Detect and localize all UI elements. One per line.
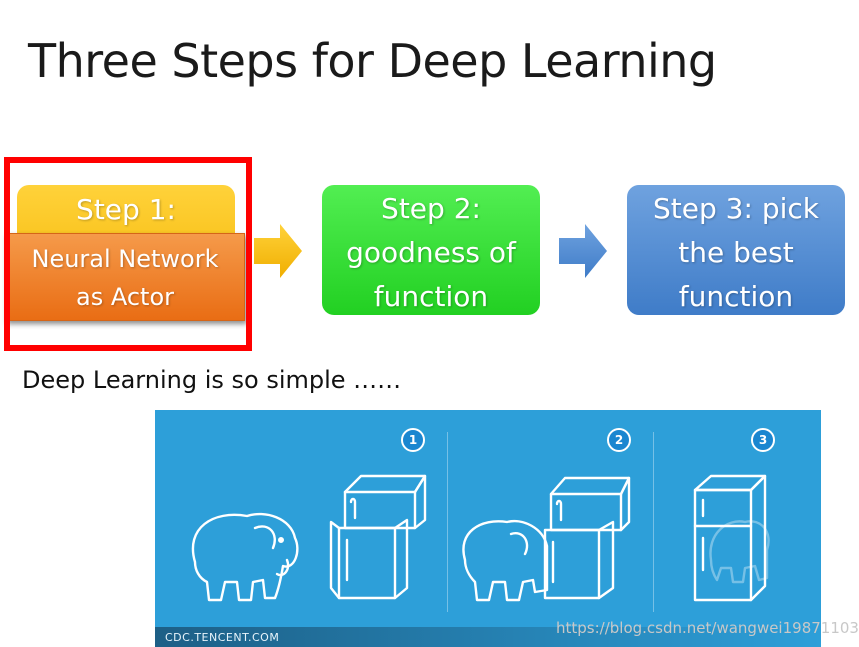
- arrow-right-icon: [254, 224, 302, 278]
- elephant-fridge-illustration: 1 2 3: [155, 410, 821, 647]
- step3-line2: the best: [678, 236, 794, 269]
- step1-overlay-line1: Neural Network: [31, 245, 219, 273]
- elephant-icon: [709, 520, 770, 584]
- step3-line3: function: [678, 280, 794, 313]
- panel-footer-text: CDC.TENCENT.COM: [165, 631, 280, 644]
- fridge-icon: [329, 474, 427, 600]
- fridge-icon: [693, 474, 767, 602]
- fridge-icon: [543, 476, 631, 600]
- step2-line1: Step 2:: [381, 192, 481, 225]
- elephant-icon: [191, 512, 299, 602]
- arrow-right-icon: [559, 224, 607, 278]
- watermark-url: https://blog.csdn.net/wangwei19871103: [556, 619, 859, 637]
- step3-line1: Step 3: pick: [653, 192, 819, 225]
- step2-line3: function: [373, 280, 489, 313]
- elephant-icon: [462, 519, 549, 602]
- panel-divider: [447, 432, 448, 612]
- step1-label: Step 1:: [76, 193, 176, 226]
- step1-overlay-line2: as Actor: [76, 283, 174, 311]
- step3-box: Step 3: pick the best function: [627, 185, 845, 315]
- slide-title: Three Steps for Deep Learning: [28, 34, 717, 88]
- panel-divider: [653, 432, 654, 612]
- step-number-badge: 1: [401, 428, 425, 452]
- highlight-frame: [4, 157, 252, 351]
- panel-footer: CDC.TENCENT.COM: [155, 627, 821, 647]
- step-number-badge: 2: [607, 428, 631, 452]
- step2-box: Step 2: goodness of function: [322, 185, 540, 315]
- subtitle-text: Deep Learning is so simple ……: [22, 366, 402, 394]
- step-number-badge: 3: [751, 428, 775, 452]
- step1-overlay-box: Neural Network as Actor: [5, 233, 245, 321]
- step2-line2: goodness of: [346, 236, 516, 269]
- line-drawings: [191, 474, 770, 602]
